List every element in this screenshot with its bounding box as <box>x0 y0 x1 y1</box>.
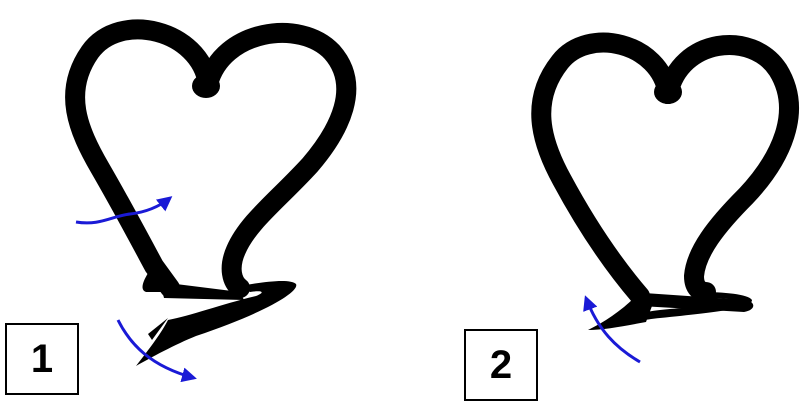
heart-ribbon-2 <box>541 43 789 330</box>
heart-ribbon-1 <box>75 29 346 366</box>
panel-label-1: 1 <box>5 323 79 395</box>
panel-label-2: 2 <box>464 329 538 401</box>
panel-number-1: 1 <box>31 339 53 379</box>
panel-number-2: 2 <box>490 345 512 385</box>
